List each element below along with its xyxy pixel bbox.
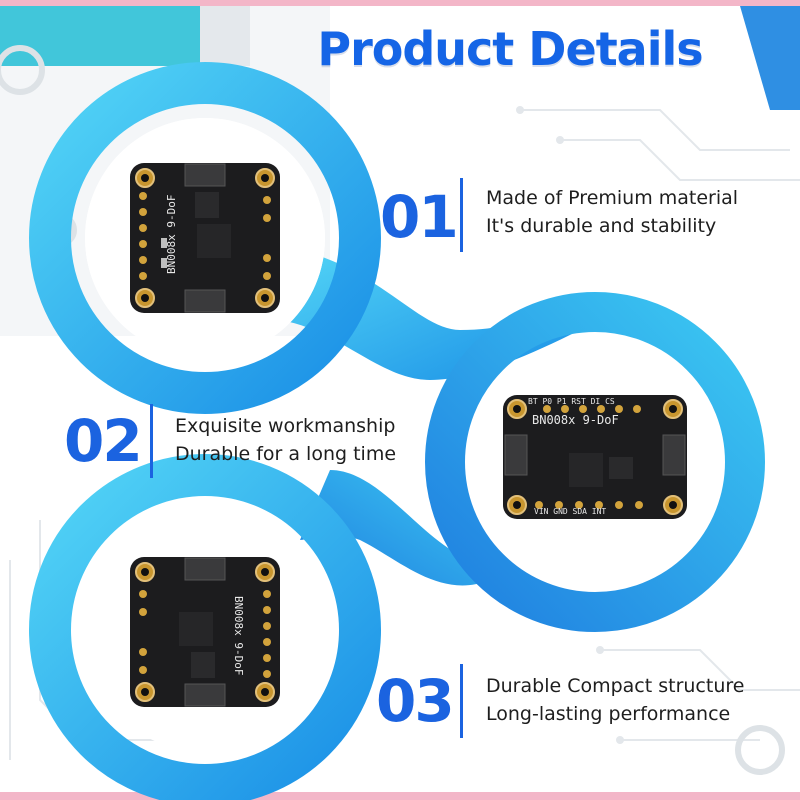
feature-text-1: Made of Premium material It's durable an… xyxy=(486,184,738,240)
board-label: BN008x 9-DoF xyxy=(532,413,619,427)
feature-divider-3 xyxy=(460,664,463,738)
feature-3-line-2: Long-lasting performance xyxy=(486,703,731,725)
product-photo-2: BT P0 P1 RST DI CS BN008x 9-DoF VIN GND … xyxy=(480,342,710,572)
page-title: Product Details xyxy=(317,22,703,76)
sensor-board-image: BT P0 P1 RST DI CS BN008x 9-DoF VIN GND … xyxy=(480,342,710,572)
feature-text-3: Durable Compact structure Long-lasting p… xyxy=(486,672,744,728)
feature-text-2: Exquisite workmanship Durable for a long… xyxy=(175,412,396,468)
feature-2-line-1: Exquisite workmanship xyxy=(175,415,396,437)
product-photo-1: BN008x 9-DoF xyxy=(85,118,325,358)
feature-divider-2 xyxy=(150,404,153,478)
feature-number-2: 02 xyxy=(64,407,143,475)
feature-1-line-1: Made of Premium material xyxy=(486,187,739,209)
svg-text:BN008x 9-DoF: BN008x 9-DoF xyxy=(165,195,178,274)
feature-1-line-2: It's durable and stability xyxy=(486,215,717,237)
feature-3-line-1: Durable Compact structure xyxy=(486,675,745,697)
feature-divider-1 xyxy=(460,178,463,252)
product-photo-3: BN008x 9-DoF xyxy=(85,512,325,752)
svg-text:BN008x 9-DoF: BN008x 9-DoF xyxy=(232,596,245,675)
board-pin-labels-bottom: VIN GND SDA INT xyxy=(534,507,606,516)
feature-number-1: 01 xyxy=(380,183,459,251)
sensor-board-image: BN008x 9-DoF xyxy=(85,512,325,752)
sensor-board-image: BN008x 9-DoF xyxy=(85,118,325,358)
feature-2-line-2: Durable for a long time xyxy=(175,443,397,465)
feature-number-3: 03 xyxy=(376,667,455,735)
board-pin-labels-top: BT P0 P1 RST DI CS xyxy=(528,397,615,406)
